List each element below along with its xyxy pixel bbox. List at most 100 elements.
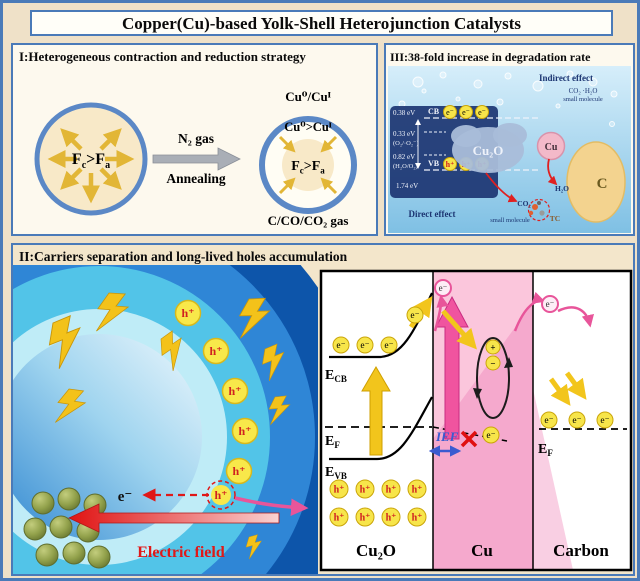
n2-gas-label: N₂ gas <box>178 131 214 146</box>
cu2o-cloud: Cu₂O <box>451 123 527 173</box>
carbon-region-tint <box>533 389 573 570</box>
svg-text:e⁻: e⁻ <box>446 108 454 117</box>
svg-text:0.82 eV: 0.82 eV <box>393 153 415 161</box>
panel1-art: Fc>Fa N₂ gas Annealing Cu⁰/Cuᴵ Cu⁰>Cuᴵ F… <box>34 89 357 228</box>
svg-text:0.33 eV: 0.33 eV <box>393 130 415 138</box>
carbon-electron-badges: e⁻ e⁻ e⁻ <box>540 411 614 429</box>
svg-text:h⁺: h⁺ <box>386 513 397 524</box>
co2-label: CO₂ <box>517 199 531 208</box>
panel2-shell-art: h⁺ h⁺ h⁺ h⁺ h⁺ e⁻ h⁺ Electric field <box>13 265 318 574</box>
circled-hole-badge: h⁺ <box>206 480 236 510</box>
svg-text:e⁻: e⁻ <box>439 283 448 293</box>
cu-region-label: Cu <box>471 541 493 560</box>
svg-text:(O₂/·O₂⁻): (O₂/·O₂⁻) <box>393 140 419 147</box>
svg-text:h⁺: h⁺ <box>181 306 194 320</box>
molecule-dots <box>528 201 545 216</box>
svg-text:VB: VB <box>428 159 440 168</box>
force-balance-label-right: Fc>Fa <box>291 159 325 176</box>
svg-text:1.74 eV: 1.74 eV <box>396 182 418 190</box>
shell-hole-badges: h⁺ h⁺ h⁺ h⁺ h⁺ <box>174 299 259 485</box>
cb-electron-badges: e⁻ e⁻ e⁻ <box>443 105 489 119</box>
valence-band-line <box>329 396 433 461</box>
tc-label: TC <box>550 214 560 223</box>
gas-out-label: C/CO/CO₂ gas <box>268 213 349 228</box>
cu-ratio-shell-label: Cu⁰/Cuᴵ <box>285 89 331 104</box>
indirect-effect-label: Indirect effect <box>539 73 593 83</box>
escaped-electron-badges: e⁻ e⁻ <box>434 279 559 313</box>
blocked-electron-badge <box>482 426 500 444</box>
svg-text:e⁻: e⁻ <box>544 416 553 426</box>
svg-text:e⁻: e⁻ <box>478 108 486 117</box>
svg-text:h⁺: h⁺ <box>238 424 251 438</box>
ief-label: IEF <box>435 429 459 444</box>
svg-text:h⁺: h⁺ <box>360 485 371 496</box>
h2o-label: H₂O <box>555 184 569 193</box>
carbon-ef-label: EF <box>538 442 553 458</box>
panel-degradation: III:38-fold increase in degradation rate <box>384 43 635 236</box>
direct-effect-label: Direct effect <box>408 209 455 219</box>
electron-label: e⁻ <box>118 489 133 505</box>
ecb-label: ECB <box>325 368 347 384</box>
panel2-band-diagram: + − e⁻ e⁻ e⁻ e⁻ h⁺ h⁺ h⁺ h⁺ h⁺ h⁺ h⁺ h⁺ <box>319 269 633 572</box>
co2-h2o-label: CO₂ ·H₂O <box>569 87 598 95</box>
cb-electron-badges: e⁻ e⁻ e⁻ e⁻ <box>332 306 424 354</box>
small-molecule-top-label: small molecule <box>563 96 603 103</box>
electric-field-arrow <box>68 503 280 533</box>
svg-text:e⁻: e⁻ <box>384 341 393 351</box>
svg-text:h⁺: h⁺ <box>334 485 345 496</box>
excitation-arrow <box>361 366 391 456</box>
svg-text:h⁺: h⁺ <box>334 513 345 524</box>
process-arrow-icon <box>152 147 241 171</box>
hole-accumulation-arrow <box>435 295 469 440</box>
svg-text:+: + <box>490 343 495 353</box>
cu-ratio-inner-label: Cu⁰>Cuᴵ <box>284 120 332 134</box>
svg-text:h⁺: h⁺ <box>209 344 222 358</box>
gap-arrow-up-icon <box>415 119 421 125</box>
svg-text:e⁻: e⁻ <box>410 311 419 321</box>
force-balance-label-left: Fc>Fa <box>72 151 110 171</box>
svg-text:e⁻: e⁻ <box>462 108 470 117</box>
svg-text:(H₂O/O₂): (H₂O/O₂) <box>393 163 418 170</box>
svg-text:h⁺: h⁺ <box>412 485 423 496</box>
svg-text:CB: CB <box>428 107 440 116</box>
hole-transfer-arrow <box>234 496 309 517</box>
svg-text:h⁺: h⁺ <box>386 485 397 496</box>
inward-force-arrows <box>278 135 338 195</box>
carbon-region-label: Carbon <box>553 541 609 560</box>
gap-arrow-down-icon <box>415 163 421 169</box>
carbon-yolk: C <box>566 141 626 223</box>
svg-text:h⁺: h⁺ <box>360 513 371 524</box>
figure-title: Copper(Cu)-based Yolk-Shell Heterojuncti… <box>30 10 613 36</box>
panel3-heading: III:38-fold increase in degradation rate <box>390 50 591 64</box>
outward-force-arrows <box>47 128 135 204</box>
reaction-arrows <box>485 158 558 203</box>
electron-escape-arrows <box>433 291 595 332</box>
panel-carriers: II:Carriers separation and long-lived ho… <box>11 243 635 576</box>
blocked-x-icon <box>460 430 478 448</box>
svg-text:Cu: Cu <box>545 142 558 153</box>
svg-text:e⁻: e⁻ <box>360 341 369 351</box>
svg-text:h⁺: h⁺ <box>228 384 241 398</box>
molecule-highlight-ring <box>527 198 551 222</box>
bubbles <box>396 70 618 158</box>
svg-text:h⁺: h⁺ <box>214 488 227 502</box>
electric-field-label: Electric field <box>137 544 225 561</box>
svg-text:−: − <box>490 359 495 369</box>
svg-text:C: C <box>597 176 608 192</box>
evb-label: EVB <box>325 465 347 481</box>
svg-text:e⁻: e⁻ <box>572 416 581 426</box>
svg-text:0.38 eV: 0.38 eV <box>393 109 415 117</box>
svg-text:h⁺: h⁺ <box>446 160 455 169</box>
svg-text:h⁺: h⁺ <box>232 464 245 478</box>
panel-strategy: I:Heterogeneous contraction and reductio… <box>11 43 378 236</box>
diagram-border <box>319 269 633 572</box>
blocked-electron-label: e⁻ <box>486 431 495 441</box>
small-molecule-label: small molecule <box>490 217 530 224</box>
vb-hole-badges: h⁺ h⁺ h⁺ h⁺ h⁺ h⁺ h⁺ h⁺ <box>329 479 427 527</box>
cu2o-region-label: Cu₂O <box>356 541 396 560</box>
panel2-heading: II:Carriers separation and long-lived ho… <box>19 249 348 264</box>
cu-particle: Cu <box>536 131 566 161</box>
svg-text:h⁺: h⁺ <box>412 513 423 524</box>
annealing-label: Annealing <box>166 171 226 186</box>
